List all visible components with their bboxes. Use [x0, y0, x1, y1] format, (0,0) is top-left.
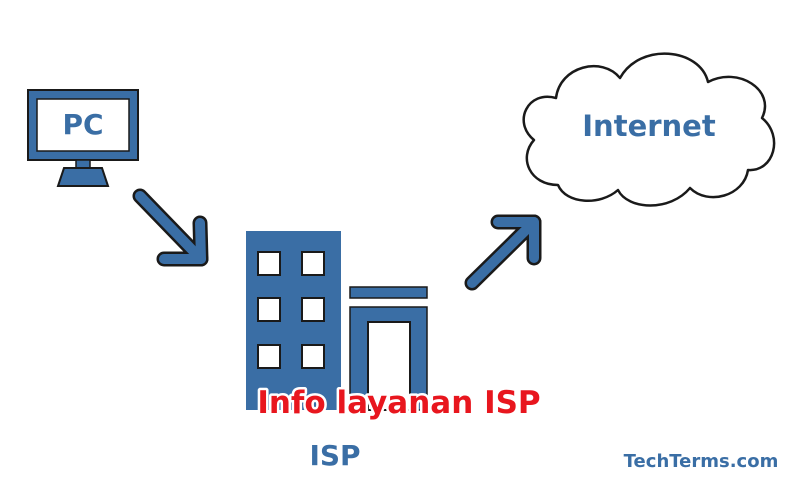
arrow-pc-to-isp — [132, 188, 209, 267]
pc-label: PC — [62, 108, 103, 141]
cloud-icon — [522, 52, 776, 207]
internet-label: Internet — [582, 109, 716, 143]
computer-monitor-icon — [27, 89, 139, 187]
watermark-text: TechTerms.com — [624, 451, 779, 472]
isp-label: ISP — [309, 439, 360, 472]
building-icon — [246, 231, 428, 411]
overlay-caption: Info layanan ISP — [257, 385, 540, 421]
arrow-isp-to-internet — [464, 214, 542, 291]
